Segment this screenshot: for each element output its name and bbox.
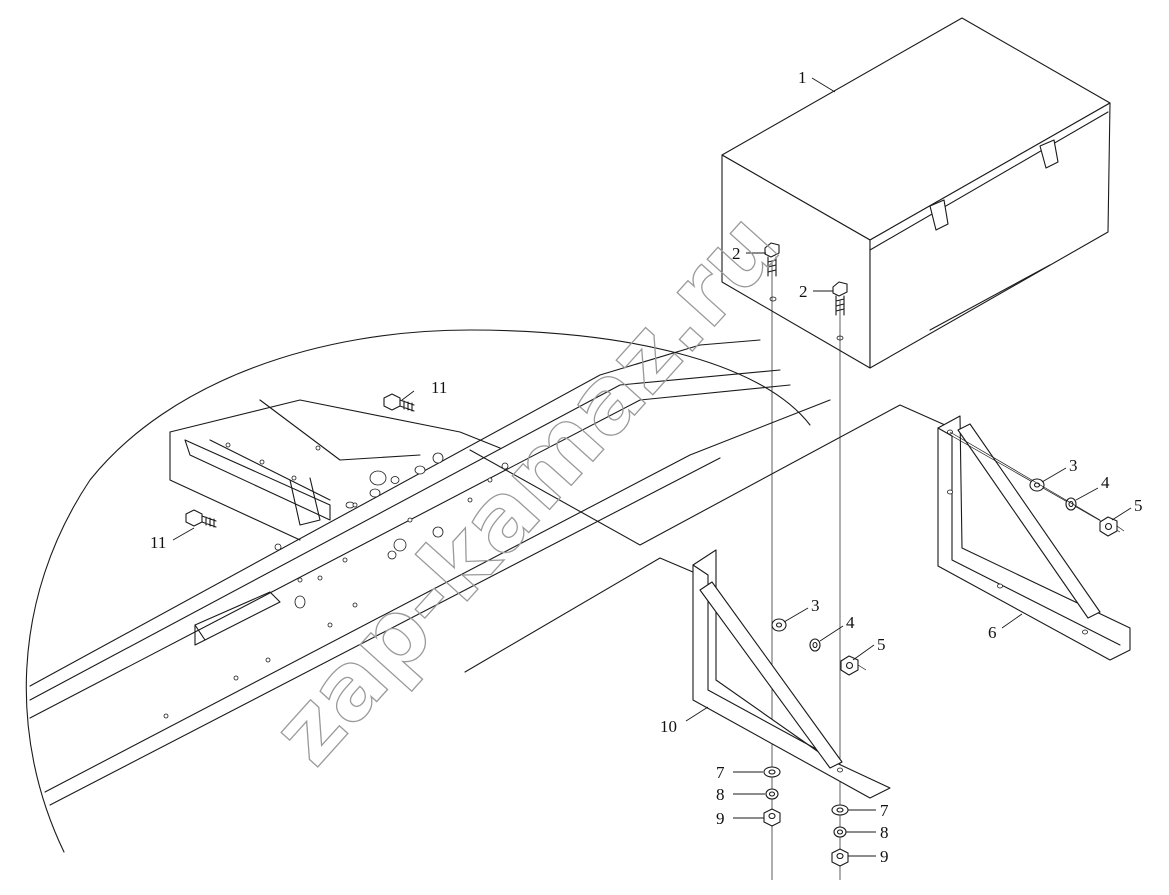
callout-8-right: 8 [880, 823, 889, 842]
callout-2-right: 2 [799, 282, 808, 301]
spring-washer-front [809, 638, 821, 652]
callout-9-left: 9 [716, 809, 725, 828]
washer-stack-left [763, 766, 781, 827]
callout-3-rear: 3 [1069, 456, 1078, 475]
flat-washer-front [771, 618, 787, 632]
callout-6: 6 [988, 623, 997, 642]
spring-washer-rear [1065, 497, 1077, 511]
callout-7-right: 7 [880, 801, 889, 820]
callout-1: 1 [798, 68, 807, 87]
frame-bolt-lower [185, 509, 217, 528]
frame-rail [25, 329, 946, 853]
box-bolt-left [764, 242, 780, 277]
washer-stack-right [831, 804, 849, 867]
callout-9-right: 9 [880, 847, 889, 866]
callout-labels: 1 2 2 3 3 4 4 5 5 6 7 7 8 8 9 9 10 11 11 [150, 68, 1143, 866]
support-bracket-front [692, 549, 891, 799]
frame-bolt-upper [383, 393, 415, 412]
callout-3-front: 3 [811, 596, 820, 615]
callout-2-left: 2 [732, 244, 741, 263]
callout-11-lower: 11 [150, 533, 166, 552]
nut-front [840, 655, 867, 676]
callout-4-front: 4 [846, 613, 855, 632]
nut-rear [1099, 516, 1125, 537]
callout-4-rear: 4 [1101, 473, 1110, 492]
callout-5-rear: 5 [1134, 496, 1143, 515]
tool-box [721, 17, 1111, 369]
callout-10: 10 [660, 717, 677, 736]
callout-7-left: 7 [716, 763, 725, 782]
callout-11-upper: 11 [431, 378, 447, 397]
box-bolt-right [832, 281, 848, 316]
support-bracket-rear [937, 415, 1131, 661]
callout-5-front: 5 [877, 635, 886, 654]
leader-lines [172, 77, 1132, 857]
callout-8-left: 8 [716, 785, 725, 804]
flat-washer-rear [1029, 478, 1045, 492]
